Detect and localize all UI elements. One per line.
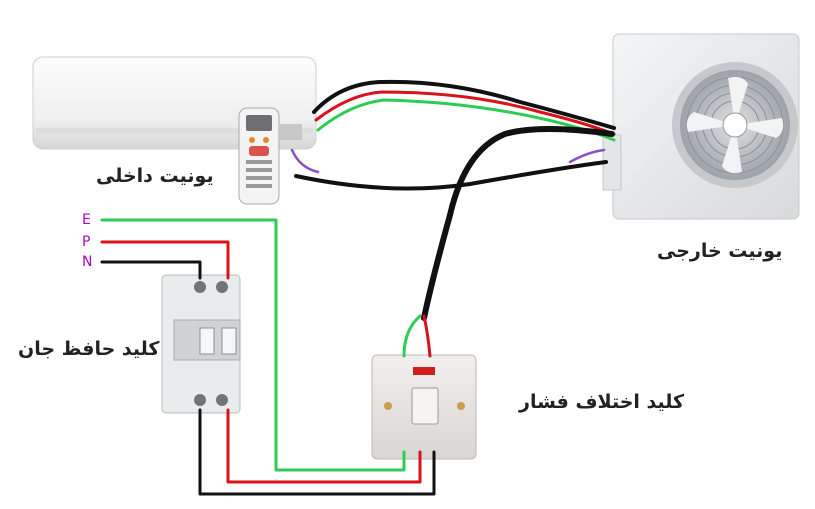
interconnect-black xyxy=(312,79,616,130)
breaker-screw xyxy=(216,281,228,293)
remote-button xyxy=(263,137,269,143)
breaker-screw xyxy=(194,281,206,293)
circuit-breaker xyxy=(161,274,241,414)
remote-button-row xyxy=(246,168,272,172)
pressure-switch-cable xyxy=(421,126,615,321)
pressure-switch-red-lead xyxy=(422,314,432,358)
interconnect-lower-black xyxy=(294,160,608,191)
wires xyxy=(100,79,616,496)
fan-hub xyxy=(722,112,748,138)
terminal-phase-label: P xyxy=(82,234,91,250)
earth-wire xyxy=(100,218,406,472)
indoor-unit-louver xyxy=(36,128,313,134)
remote-button-row xyxy=(246,176,272,180)
breaker-screw xyxy=(216,394,228,406)
interconnect-red xyxy=(314,90,616,136)
pressure-switch xyxy=(371,354,477,460)
remote-button-row xyxy=(246,184,272,188)
remote-power-button xyxy=(249,146,269,156)
switch-indicator xyxy=(413,367,435,375)
outdoor-unit xyxy=(602,33,800,220)
pressure-switch-label: کلید اختلاف فشار xyxy=(519,391,685,413)
remote-button xyxy=(249,137,255,143)
signal-wire xyxy=(290,148,606,174)
indoor-unit-vent xyxy=(280,124,302,140)
breaker-lever xyxy=(221,327,237,355)
remote-button-row xyxy=(246,160,272,164)
switch-screw xyxy=(384,402,392,410)
terminal-neutral-label: N xyxy=(82,254,93,270)
pressure-switch-green-lead xyxy=(402,314,422,358)
remote-screen xyxy=(246,115,272,131)
remote-control xyxy=(238,107,280,205)
indoor-unit-label: یونیت داخلی xyxy=(96,165,214,187)
neutral-wire xyxy=(100,260,436,496)
switch-screw xyxy=(457,402,465,410)
breaker-label: کلید حافظ جان xyxy=(18,338,160,360)
phase-wire xyxy=(100,240,422,484)
switch-rocker xyxy=(411,387,439,425)
breaker-lever xyxy=(199,327,215,355)
outdoor-unit-label: یونیت خارجی xyxy=(657,240,783,262)
breaker-screw xyxy=(194,394,206,406)
terminal-earth-label: E xyxy=(82,212,91,228)
fan-blades xyxy=(686,76,784,174)
